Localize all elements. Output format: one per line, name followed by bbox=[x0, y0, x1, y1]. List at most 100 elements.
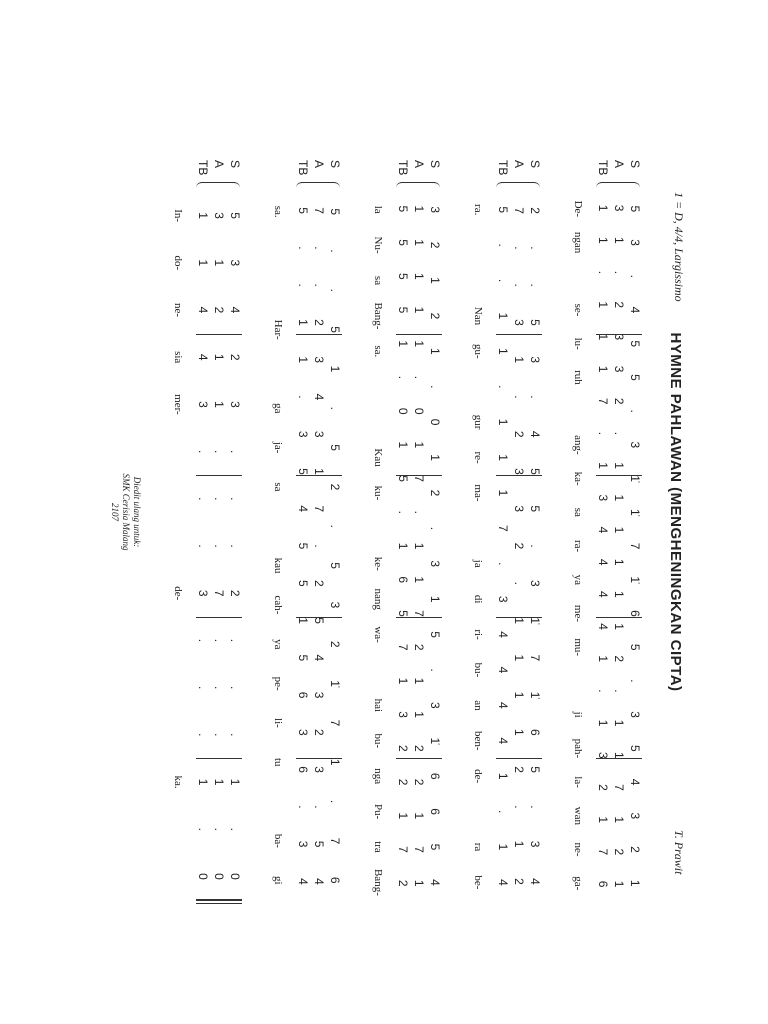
lyric-syllable: bu- bbox=[372, 733, 384, 749]
note: 4 bbox=[312, 393, 326, 401]
note: 3 bbox=[512, 319, 526, 326]
note: 2 bbox=[312, 579, 326, 587]
voice-label: TB bbox=[196, 160, 210, 176]
footer-credit: Diedit ulang untuk: SMK Cerisia Malang 2… bbox=[109, 60, 142, 964]
lyric-syllable bbox=[470, 369, 484, 404]
note: 1 bbox=[596, 204, 610, 212]
bar-line bbox=[596, 475, 642, 477]
note: . bbox=[428, 526, 442, 531]
note: 1 bbox=[396, 542, 410, 550]
note: 1 bbox=[328, 758, 342, 766]
lyric-syllable: lu- bbox=[572, 337, 584, 350]
lyric-syllable: Nan bbox=[472, 306, 484, 326]
note: 7 bbox=[512, 207, 526, 214]
note: 3 bbox=[312, 691, 326, 699]
note: 1 bbox=[412, 711, 426, 718]
note: 1 bbox=[412, 812, 426, 820]
note: 1 bbox=[328, 365, 342, 373]
bar-line bbox=[496, 616, 542, 618]
note: 3 bbox=[228, 401, 242, 408]
lyric-syllable: sa. bbox=[372, 345, 384, 358]
note: 3 bbox=[628, 441, 642, 449]
lyric-syllable: an bbox=[472, 700, 484, 711]
note: 2 bbox=[612, 301, 626, 308]
voice-label: S bbox=[528, 160, 542, 169]
note: 1 bbox=[596, 719, 610, 727]
lyric-syllable bbox=[270, 271, 284, 310]
note: . bbox=[428, 385, 442, 389]
lyric-syllable: ya bbox=[272, 639, 284, 650]
note: 1 bbox=[496, 347, 510, 355]
note: 7 bbox=[328, 837, 342, 845]
note: 1 bbox=[296, 617, 310, 624]
lyric-syllable: ma- bbox=[472, 484, 484, 502]
lyric-syllable: Har- bbox=[272, 319, 284, 340]
lyric-syllable bbox=[570, 664, 584, 698]
note: 1 bbox=[496, 489, 510, 497]
note: 7 bbox=[628, 542, 642, 550]
lyric-syllable: cah- bbox=[272, 595, 284, 615]
note: 2 bbox=[312, 319, 326, 326]
note: 1 bbox=[412, 239, 426, 246]
note: 2 bbox=[312, 729, 326, 736]
note: . bbox=[228, 685, 242, 690]
bar-line bbox=[296, 758, 342, 760]
lyric-syllable bbox=[470, 227, 484, 262]
note: . bbox=[212, 638, 226, 643]
note: 3 bbox=[496, 595, 510, 603]
lyric-syllable: tra bbox=[372, 841, 384, 853]
note: 5 bbox=[428, 631, 442, 638]
lyric-syllable: sia bbox=[172, 351, 184, 364]
lyric-syllable: gu- bbox=[472, 343, 484, 359]
voice-label: TB bbox=[496, 160, 510, 176]
lyric-syllable: sa bbox=[372, 275, 384, 286]
lyric-syllable: gi bbox=[272, 875, 284, 885]
note: 3 bbox=[312, 430, 326, 438]
lyric-syllable bbox=[370, 511, 384, 546]
note: 5 bbox=[396, 306, 410, 314]
note: 2 bbox=[428, 312, 442, 320]
note: . bbox=[412, 510, 426, 514]
lyric-syllable: ra. bbox=[472, 204, 484, 216]
note: 5 bbox=[296, 542, 310, 550]
lyric-syllable: se- bbox=[572, 303, 584, 317]
note: 2 bbox=[396, 879, 410, 887]
note: 5 bbox=[496, 206, 510, 214]
note: 4 bbox=[296, 505, 310, 513]
note: 1 bbox=[412, 576, 426, 584]
note: 4 bbox=[596, 591, 610, 598]
note: 1̇ bbox=[528, 617, 542, 624]
note: 4 bbox=[428, 879, 442, 886]
note: 1 bbox=[196, 212, 210, 219]
lyric-syllable: Kau bbox=[372, 448, 384, 467]
note: 1 bbox=[196, 778, 210, 786]
note: 1 bbox=[612, 236, 626, 244]
note: 6 bbox=[528, 729, 542, 736]
note: 3 bbox=[328, 601, 342, 609]
note: 4 bbox=[496, 631, 510, 638]
note: 3 bbox=[512, 505, 526, 513]
note: 1 bbox=[612, 591, 626, 598]
note: . bbox=[612, 689, 626, 693]
note: 0 bbox=[412, 407, 426, 415]
note: 5 bbox=[528, 319, 542, 326]
note: 1 bbox=[512, 654, 526, 662]
note: 5 bbox=[396, 475, 410, 482]
voice-label: S bbox=[628, 160, 642, 169]
note: . bbox=[228, 827, 242, 831]
lyric-syllable: nang bbox=[372, 588, 384, 610]
bar-line bbox=[496, 333, 542, 335]
note: . bbox=[596, 689, 610, 693]
voice-label: TB bbox=[596, 160, 610, 176]
note: 7 bbox=[412, 475, 426, 482]
note: 1 bbox=[612, 558, 626, 566]
note: 3 bbox=[312, 356, 326, 364]
note: . bbox=[228, 544, 242, 548]
note: 3 bbox=[628, 239, 642, 246]
note: 1 bbox=[412, 879, 426, 887]
note: 1 bbox=[428, 347, 442, 355]
